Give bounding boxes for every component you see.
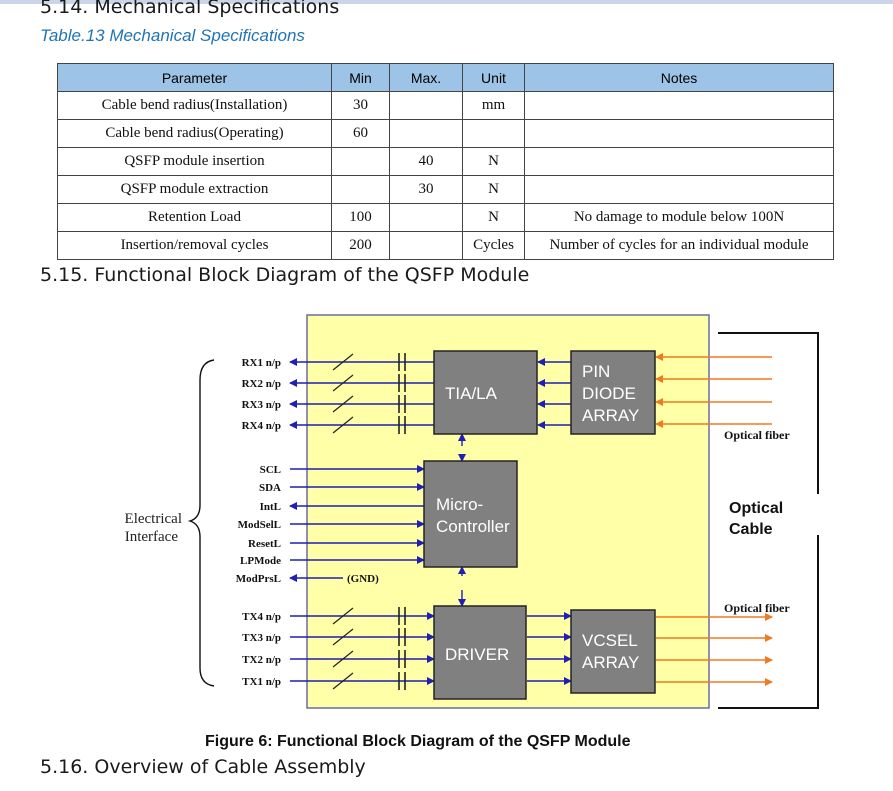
table-cell: Cable bend radius(Operating): [57, 119, 332, 148]
table-cell: Retention Load: [57, 203, 332, 232]
table-cell: 40: [389, 147, 463, 176]
driver-label: DRIVER: [445, 645, 509, 664]
optical-fiber-label-bottom: Optical fiber: [724, 601, 790, 615]
page-top-rule: [0, 0, 893, 4]
optical-cable-outline: [718, 332, 819, 709]
signal-label-rx3: RX3 n/p: [242, 399, 281, 411]
optical-rx-arrows: [655, 353, 772, 428]
tx-lines: [290, 612, 435, 685]
signal-label-tx2: TX2 n/p: [242, 654, 281, 666]
signal-label-scl: SCL: [260, 464, 281, 476]
optical-fiber-label-top: Optical fiber: [724, 428, 790, 442]
col-header-unit: Unit: [462, 63, 525, 92]
table-cell: Number of cycles for an individual modul…: [524, 231, 834, 260]
table-cell: [331, 147, 390, 176]
table-row: Cable bend radius(Installation) 30 mm: [57, 91, 834, 120]
signal-label-lpmode: LPMode: [240, 555, 281, 567]
section-heading-5-15: 5.15. Functional Block Diagram of the QS…: [40, 264, 530, 286]
section-heading-5-16: 5.16. Overview of Cable Assembly: [40, 756, 366, 778]
signal-label-rx1: RX1 n/p: [242, 357, 281, 369]
table-cell: [524, 91, 834, 120]
rx-lines: [289, 358, 434, 429]
tx-capacitors: [398, 607, 406, 690]
mcu-label-line1: Micro-: [436, 495, 483, 514]
table-cell: [524, 119, 834, 148]
table-row: Insertion/removal cycles 200 Cycles Numb…: [57, 231, 834, 260]
table-row: Retention Load 100 N No damage to module…: [57, 203, 834, 232]
signal-label-resetl: ResetL: [248, 538, 281, 550]
section-heading-5-14: 5.14. Mechanical Specifications: [40, 0, 340, 18]
table-header-row: Parameter Min Max. Unit Notes: [57, 63, 834, 92]
table-cell: 200: [331, 231, 390, 260]
gnd-label: (GND): [347, 573, 379, 585]
signal-label-tx4: TX4 n/p: [242, 611, 281, 623]
col-header-notes: Notes: [524, 63, 834, 92]
table-caption: Table.13 Mechanical Specifications: [40, 26, 305, 45]
optical-cable-label-line1: Optical: [729, 500, 783, 517]
signal-label-rx2: RX2 n/p: [242, 378, 281, 390]
microcontroller-block: [423, 460, 518, 568]
pin-diode-array-block: [570, 350, 656, 435]
pin-label-line1: PIN: [582, 362, 610, 381]
table-row: QSFP module extraction 30 N: [57, 175, 834, 204]
control-lines: [289, 465, 425, 582]
table-cell: [462, 119, 525, 148]
electrical-interface-line1: Electrical: [125, 511, 182, 527]
signal-label-modsell: ModSelL: [238, 519, 281, 531]
table-cell: Cycles: [462, 231, 525, 260]
interface-brace: [187, 359, 215, 687]
tia-la-label: TIA/LA: [445, 384, 498, 403]
table-row: Cable bend radius(Operating) 60: [57, 119, 834, 148]
mechanical-spec-table: Parameter Min Max. Unit Notes Cable bend…: [57, 63, 834, 260]
table-cell: Insertion/removal cycles: [57, 231, 332, 260]
driver-block: [433, 605, 527, 700]
col-header-max: Max.: [389, 63, 463, 92]
signal-label-sda: SDA: [259, 482, 281, 494]
table-cell: mm: [462, 91, 525, 120]
col-header-parameter: Parameter: [57, 63, 332, 92]
rx-capacitors: [398, 353, 406, 434]
driver-to-vcsel-arrows: [527, 612, 572, 685]
vcsel-array-block: [570, 609, 656, 694]
signal-label-rx4: RX4 n/p: [242, 420, 281, 432]
signal-label-tx3: TX3 n/p: [242, 632, 281, 644]
table-cell: 30: [389, 175, 463, 204]
tia-la-block: [433, 350, 538, 435]
table-cell: QSFP module insertion: [57, 147, 332, 176]
optical-tx-arrows: [656, 613, 773, 686]
signal-label-modprsl: ModPrsL: [236, 573, 281, 585]
signal-label-tx1: TX1 n/p: [242, 676, 281, 688]
optical-cable-label-line2: Cable: [729, 521, 773, 538]
figure-caption: Figure 6: Functional Block Diagram of th…: [205, 733, 631, 750]
vcsel-label-line2: ARRAY: [582, 653, 639, 672]
electrical-interface-line2: Interface: [125, 529, 179, 545]
table-cell: N: [462, 147, 525, 176]
pin-to-tia-arrows: [537, 358, 571, 429]
vcsel-label-line1: VCSEL: [582, 631, 638, 650]
table-cell: 100: [331, 203, 390, 232]
mcu-label-line2: Controller: [436, 517, 510, 536]
table-cell: [524, 175, 834, 204]
pin-label-line3: ARRAY: [582, 406, 639, 425]
table-cell: 30: [331, 91, 390, 120]
rx-bus-slashes: [332, 353, 354, 434]
table-cell: [524, 147, 834, 176]
signal-label-intl: IntL: [260, 501, 281, 513]
table-row: QSFP module insertion 40 N: [57, 147, 834, 176]
pin-label-line2: DIODE: [582, 384, 636, 403]
tx-bus-slashes: [332, 607, 354, 690]
